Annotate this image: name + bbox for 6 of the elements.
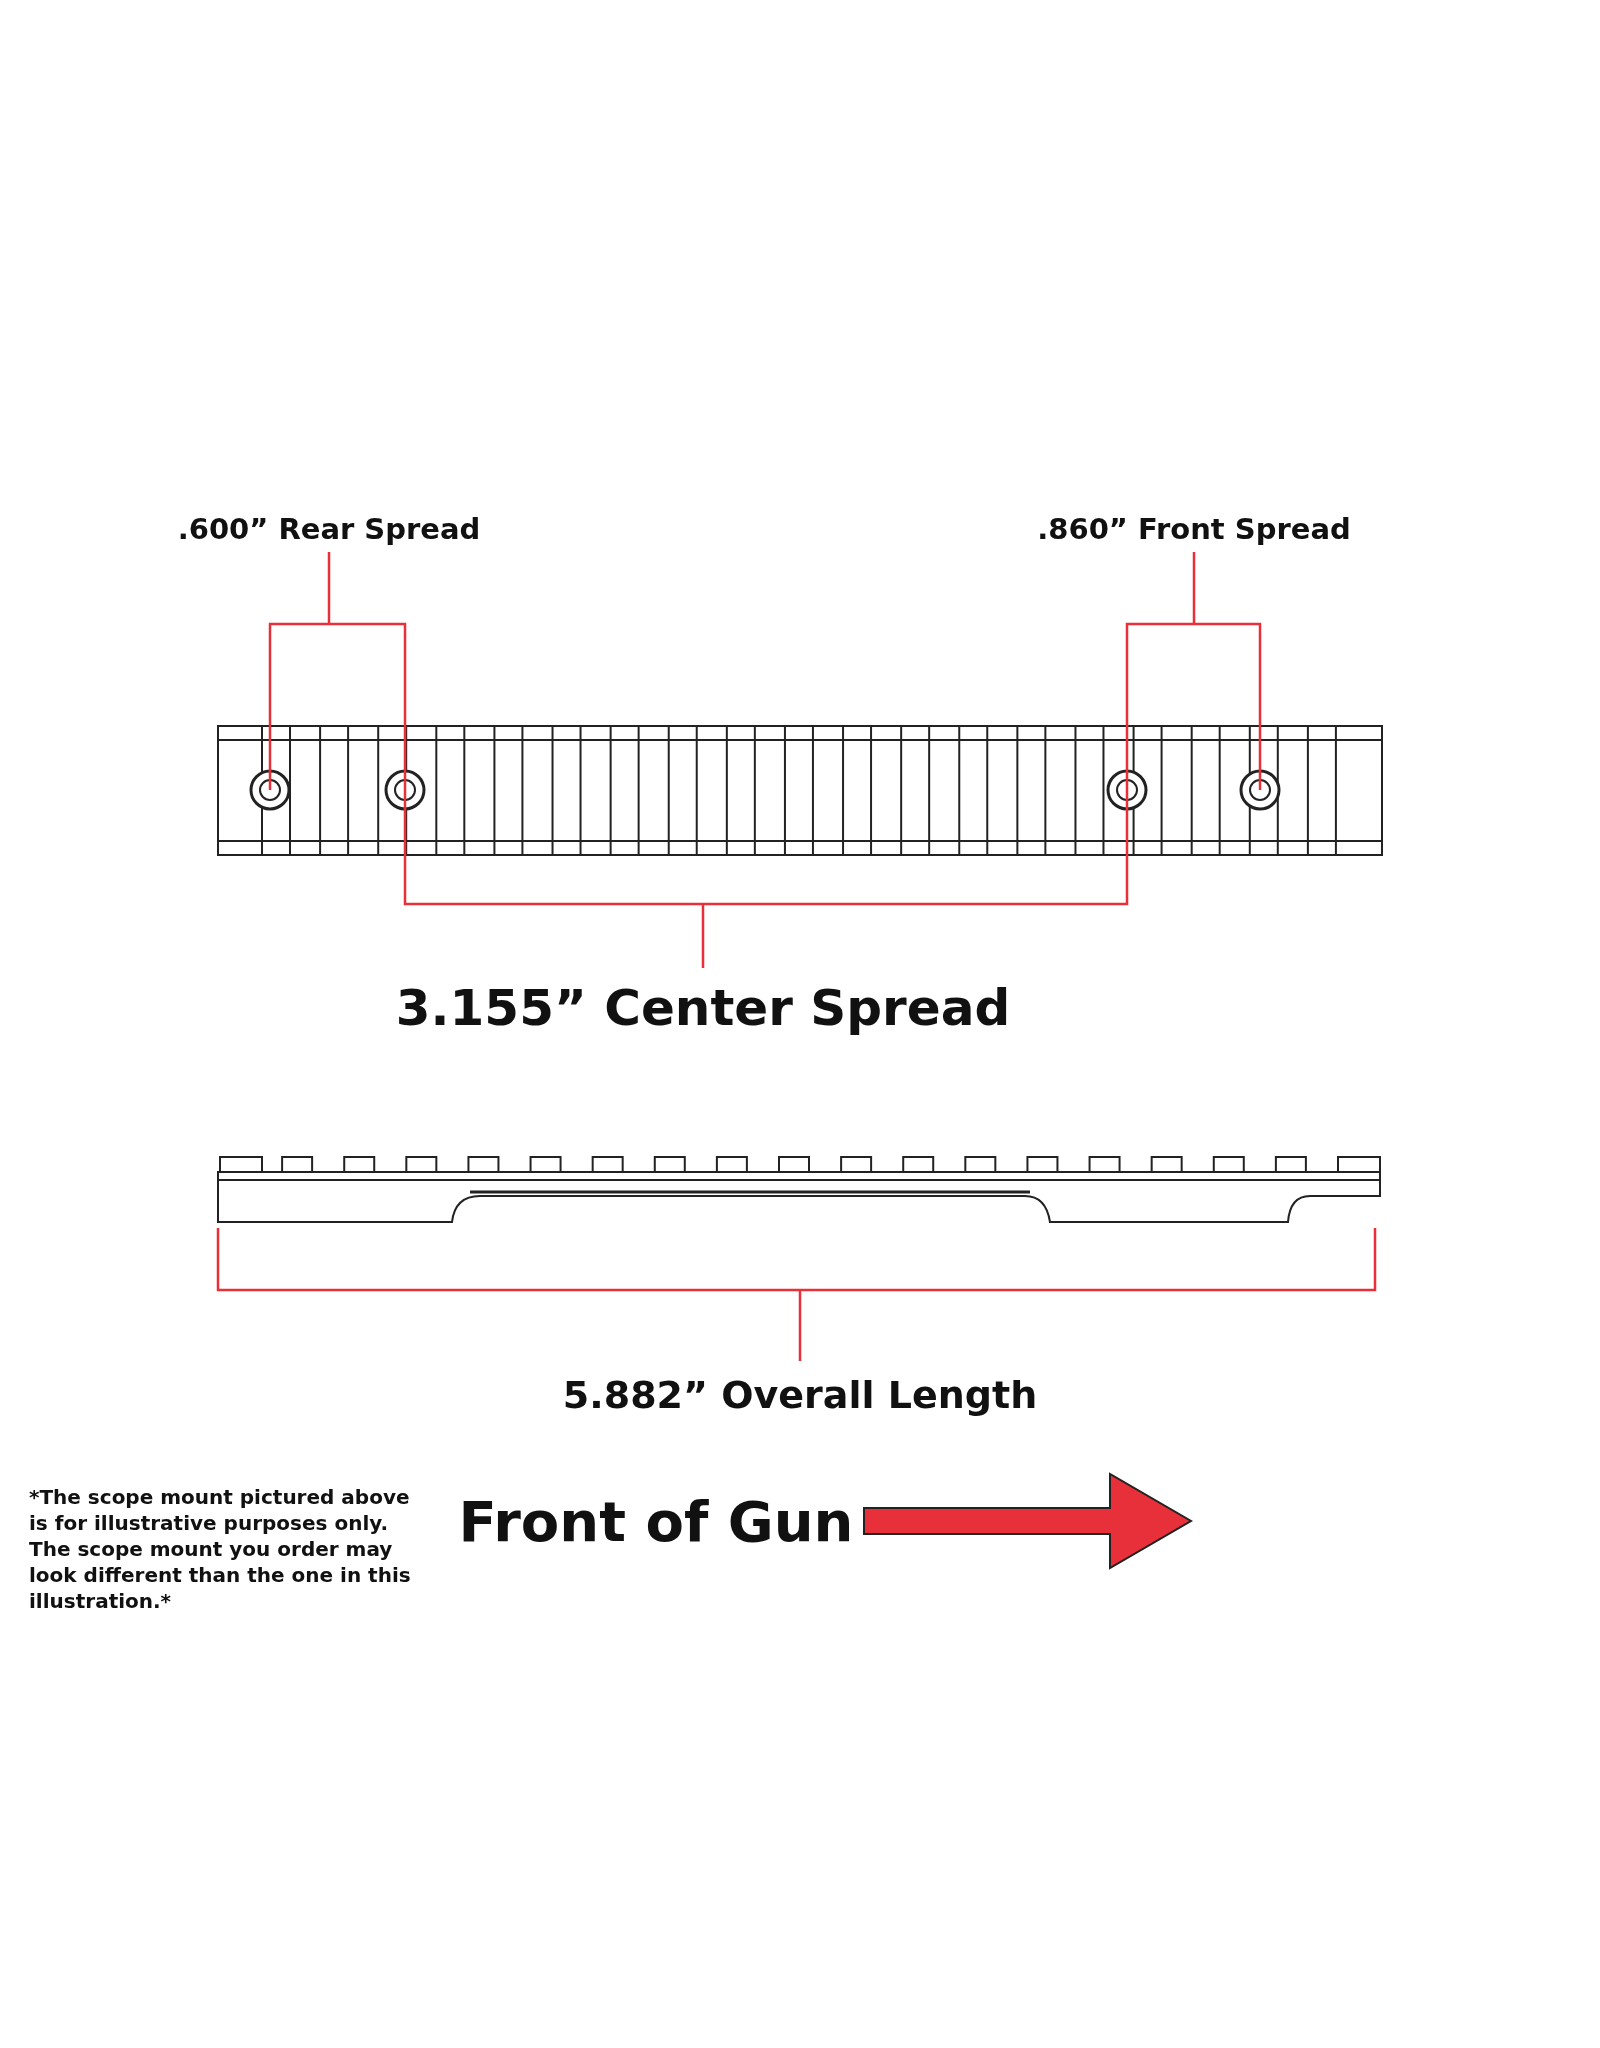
dimension-label: .860” Front Spread: [1037, 512, 1351, 546]
disclaimer-note: *The scope mount pictured above is for illustrative purposes only. The scope mount you order may look different than the one in this illustration.*: [29, 1484, 412, 1614]
dimension-label: .600” Rear Spread: [177, 512, 481, 546]
direction-label: Front of Gun: [458, 1488, 854, 1554]
dimension-label: 3.155” Center Spread: [395, 979, 1011, 1037]
dimension-label: 5.882” Overall Length: [562, 1373, 1038, 1417]
